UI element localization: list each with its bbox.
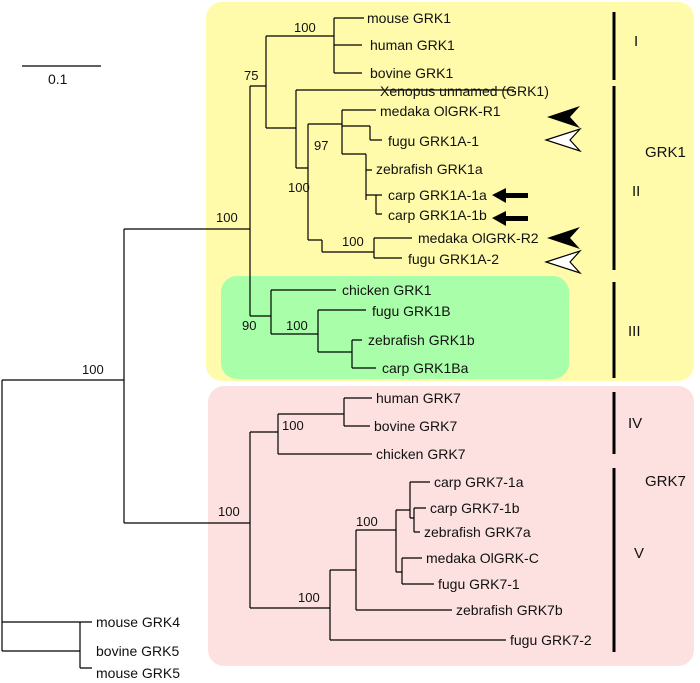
branch-carp-7b-zebra xyxy=(413,507,426,533)
leaf-label: fugu GRK7-2 xyxy=(510,632,592,648)
group-label-iii: III xyxy=(628,323,641,340)
branch-grk1b-fish xyxy=(317,309,366,353)
branch-group-v xyxy=(329,569,506,641)
branch-group-i-inner xyxy=(333,17,364,74)
leaf-label: mouse GRK4 xyxy=(96,614,180,630)
leaf-label: zebrafish GRK7b xyxy=(456,602,563,618)
bootstrap-value: 100 xyxy=(82,362,104,377)
tree-branches xyxy=(1,17,514,669)
leaf-label: chicken GRK1 xyxy=(342,282,432,298)
branch-fugu-1a1 xyxy=(369,126,382,141)
branch-root xyxy=(1,379,124,652)
branch-grk1-root xyxy=(249,85,271,317)
branch-97-node xyxy=(307,123,342,241)
branch-zebrafish-carp xyxy=(342,153,376,200)
branch-group-i xyxy=(265,35,334,129)
leaf-label: mouse GRK1 xyxy=(367,10,451,26)
branch-carp-zebra-1b xyxy=(351,339,376,369)
leaf-label: carp GRK7-1a xyxy=(434,474,524,490)
leaf-label: carp GRK1A-1a xyxy=(388,187,487,203)
leaf-label: bovine GRK5 xyxy=(96,643,179,659)
bootstrap-value: 100 xyxy=(342,234,364,249)
leaf-label: fugu GRK1A-2 xyxy=(408,251,499,267)
leaf-label: bovine GRK7 xyxy=(374,418,457,434)
scale-label: 0.1 xyxy=(48,71,68,87)
leaf-label: carp GRK1A-1b xyxy=(388,207,487,223)
bootstrap-value: 90 xyxy=(242,318,256,333)
group-label-grk7: GRK7 xyxy=(645,473,686,490)
leaf-label: bovine GRK1 xyxy=(370,65,453,81)
branch-carp-pair xyxy=(375,194,382,215)
group-label-iv: IV xyxy=(628,415,642,432)
leaf-label: human GRK1 xyxy=(370,37,455,53)
bootstrap-value: 100 xyxy=(218,504,240,519)
open-arrowhead-icon xyxy=(544,127,582,153)
leaf-label: medaka OlGRK-R1 xyxy=(380,103,501,119)
leaf-label: fugu GRK1A-1 xyxy=(388,133,479,149)
arrow-icon xyxy=(492,211,528,226)
bootstrap-value: 100 xyxy=(282,418,304,433)
branch-75-node xyxy=(295,89,514,169)
leaf-label: medaka OlGRK-R2 xyxy=(418,230,539,246)
leaf-label: medaka OlGRK-C xyxy=(426,550,539,566)
leaf-label: chicken GRK7 xyxy=(376,446,466,462)
leaf-label: mouse GRK5 xyxy=(96,665,180,681)
leaf-label: fugu GRK7-1 xyxy=(438,576,520,592)
bootstrap-value: 100 xyxy=(216,210,238,225)
leaf-label: Xenopus unnamed (GRK1) xyxy=(380,83,549,99)
leaf-label: carp GRK1Ba xyxy=(382,360,469,376)
branch-iv-inner xyxy=(343,397,372,427)
open-arrowhead-icon xyxy=(544,249,582,275)
group-label-v: V xyxy=(634,545,644,562)
bootstrap-value: 100 xyxy=(294,20,316,35)
leaf-label: human GRK7 xyxy=(376,390,461,406)
branch-grk4-5 xyxy=(2,621,92,669)
grk1b-clade-box xyxy=(221,276,569,379)
bootstrap-value: 100 xyxy=(286,318,308,333)
branch-grk1b-node xyxy=(270,289,336,335)
group-label-i: I xyxy=(634,33,638,50)
arrow-icon xyxy=(492,188,528,203)
branch-v-subclade xyxy=(395,509,410,573)
branch-group-iv xyxy=(277,413,372,455)
bootstrap-value: 97 xyxy=(314,138,328,153)
group-label-grk1: GRK1 xyxy=(645,144,686,161)
leaf-label: zebrafish GRK7a xyxy=(424,524,531,540)
leaf-label: fugu GRK1B xyxy=(372,303,451,319)
bootstrap-value: 75 xyxy=(244,68,258,83)
branch-100b-node xyxy=(321,237,412,259)
branch-grk7-root xyxy=(249,431,330,609)
bootstrap-value: 100 xyxy=(356,514,378,529)
filled-arrowhead-icon xyxy=(547,227,580,249)
group-label-ii: II xyxy=(632,183,640,200)
branch-medaka-r1-fugu xyxy=(341,109,376,154)
branch-v-inner xyxy=(355,529,452,611)
filled-arrowhead-icon xyxy=(547,106,580,128)
branch-medaka-fugu-7 xyxy=(401,557,434,585)
leaf-label: carp GRK7-1b xyxy=(430,500,520,516)
leaf-label: zebrafish GRK1b xyxy=(368,332,475,348)
bootstrap-value: 100 xyxy=(298,590,320,605)
bootstrap-value: 100 xyxy=(288,180,310,195)
branch-grk1-grk7-node xyxy=(123,228,250,524)
branch-carp-7 xyxy=(409,481,430,519)
leaf-label: zebrafish GRK1a xyxy=(376,161,483,177)
